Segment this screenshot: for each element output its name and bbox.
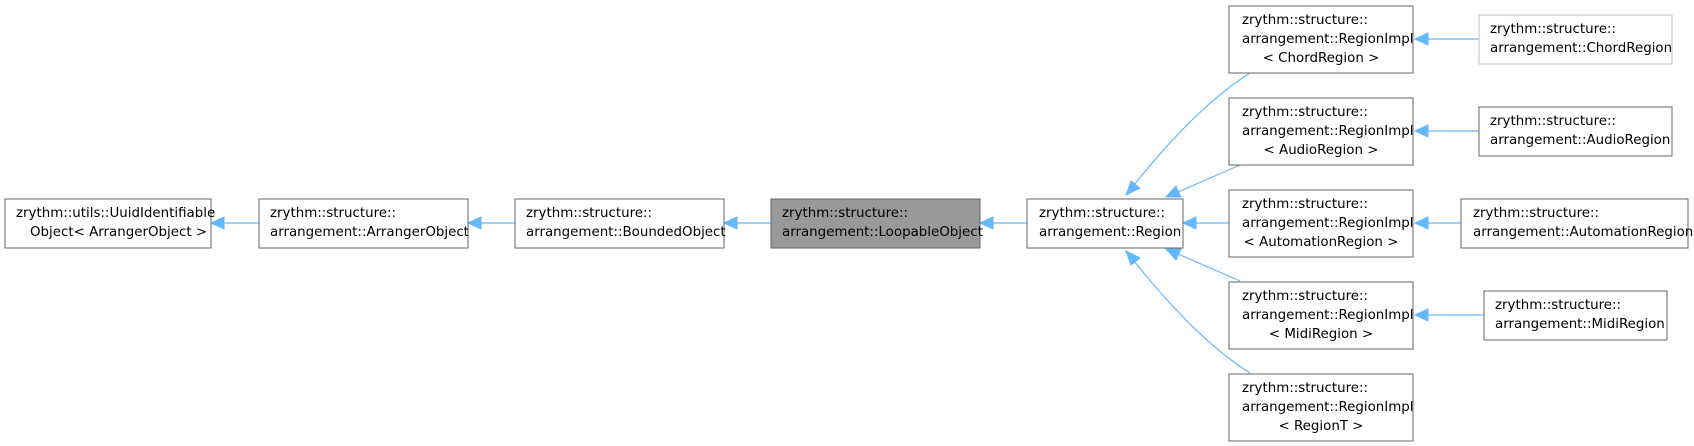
arrow-head xyxy=(1413,308,1429,322)
node-region-impl-audio[interactable]: zrythm::structure:: arrangement::RegionI… xyxy=(1228,97,1414,166)
node-region-impl-automation[interactable]: zrythm::structure:: arrangement::RegionI… xyxy=(1228,189,1414,258)
node-box xyxy=(1228,373,1414,442)
node-line: arrangement::ChordRegion xyxy=(1490,41,1672,56)
edge-midi-impl-to-region xyxy=(1177,253,1241,282)
node-box xyxy=(1228,281,1414,350)
node-line: arrangement::RegionImpl xyxy=(1242,308,1414,323)
edge-chord-impl-to-region xyxy=(1133,72,1251,186)
node-line: arrangement::AudioRegion xyxy=(1490,133,1670,148)
arrow-head xyxy=(466,216,482,230)
node-box xyxy=(1483,290,1668,341)
node-line: < AudioRegion > xyxy=(1264,143,1379,158)
node-arranger-object[interactable]: zrythm::structure:: arrangement::Arrange… xyxy=(258,198,469,249)
node-line: arrangement::MidiRegion xyxy=(1495,317,1665,332)
arrow-head xyxy=(1181,216,1197,230)
node-line: zrythm::structure:: xyxy=(1242,197,1368,212)
node-line: arrangement::RegionImpl xyxy=(1242,400,1414,415)
node-line: zrythm::structure:: xyxy=(1490,22,1616,37)
edge-audio-impl-to-region xyxy=(1177,164,1241,193)
arrow-head xyxy=(978,216,994,230)
arrow-head xyxy=(722,216,738,230)
arrow-head xyxy=(1125,180,1141,197)
arrow-head xyxy=(1125,249,1141,266)
node-line: < AutomationRegion > xyxy=(1244,235,1399,250)
arrow-head xyxy=(1413,216,1429,230)
node-box xyxy=(4,198,212,249)
edges xyxy=(209,32,1484,374)
node-line: arrangement::BoundedObject xyxy=(526,225,726,240)
node-line: arrangement::ArrangerObject xyxy=(270,225,469,240)
node-line: arrangement::RegionImpl xyxy=(1242,32,1414,47)
node-line: < ChordRegion > xyxy=(1263,51,1380,66)
arrow-head xyxy=(1164,248,1182,261)
node-region-impl-t[interactable]: zrythm::structure:: arrangement::RegionI… xyxy=(1228,373,1414,442)
node-line: zrythm::structure:: xyxy=(1039,206,1165,221)
node-line: zrythm::structure:: xyxy=(1242,13,1368,28)
node-line: zrythm::utils::UuidIdentifiable xyxy=(16,206,215,221)
node-line: zrythm::structure:: xyxy=(1242,105,1368,120)
node-line: zrythm::structure:: xyxy=(270,206,396,221)
node-line: arrangement::AutomationRegion xyxy=(1473,225,1693,240)
arrow-head xyxy=(1413,32,1429,46)
node-region[interactable]: zrythm::structure:: arrangement::Region xyxy=(1026,198,1184,249)
node-line: zrythm::structure:: xyxy=(782,206,908,221)
node-box xyxy=(1228,5,1414,74)
node-uuid-identifiable[interactable]: zrythm::utils::UuidIdentifiable Object< … xyxy=(4,198,215,249)
node-audio-region[interactable]: zrythm::structure:: arrangement::AudioRe… xyxy=(1478,106,1673,157)
node-line: arrangement::Region xyxy=(1039,225,1181,240)
edge-t-impl-to-region xyxy=(1133,260,1251,374)
node-line: zrythm::structure:: xyxy=(1242,289,1368,304)
node-line: zrythm::structure:: xyxy=(1242,381,1368,396)
node-line: zrythm::structure:: xyxy=(1490,114,1616,129)
node-line: arrangement::RegionImpl xyxy=(1242,124,1414,139)
node-region-impl-chord[interactable]: zrythm::structure:: arrangement::RegionI… xyxy=(1228,5,1414,74)
node-line: arrangement::RegionImpl xyxy=(1242,216,1414,231)
arrow-head xyxy=(209,216,225,230)
node-midi-region[interactable]: zrythm::structure:: arrangement::MidiReg… xyxy=(1483,290,1668,341)
node-chord-region[interactable]: zrythm::structure:: arrangement::ChordRe… xyxy=(1478,14,1673,65)
arrow-head xyxy=(1413,124,1429,138)
node-line: Object< ArrangerObject > xyxy=(30,225,207,240)
node-box xyxy=(1228,97,1414,166)
node-automation-region[interactable]: zrythm::structure:: arrangement::Automat… xyxy=(1460,198,1693,249)
node-line: zrythm::structure:: xyxy=(1473,206,1599,221)
node-bounded-object[interactable]: zrythm::structure:: arrangement::Bounded… xyxy=(514,198,726,249)
node-line: arrangement::LoopableObject xyxy=(782,225,983,240)
node-line: < MidiRegion > xyxy=(1269,327,1373,342)
node-line: zrythm::structure:: xyxy=(1495,298,1621,313)
node-box xyxy=(770,198,981,249)
node-box xyxy=(1460,198,1689,249)
arrow-head xyxy=(1164,185,1182,198)
node-box xyxy=(1228,189,1414,258)
node-box xyxy=(1026,198,1184,249)
node-loopable-object[interactable]: zrythm::structure:: arrangement::Loopabl… xyxy=(770,198,983,249)
node-box xyxy=(1478,106,1673,157)
node-box xyxy=(258,198,469,249)
node-box xyxy=(514,198,725,249)
node-line: < RegionT > xyxy=(1279,419,1364,434)
node-line: zrythm::structure:: xyxy=(526,206,652,221)
node-region-impl-midi[interactable]: zrythm::structure:: arrangement::RegionI… xyxy=(1228,281,1414,350)
node-box xyxy=(1478,14,1673,65)
